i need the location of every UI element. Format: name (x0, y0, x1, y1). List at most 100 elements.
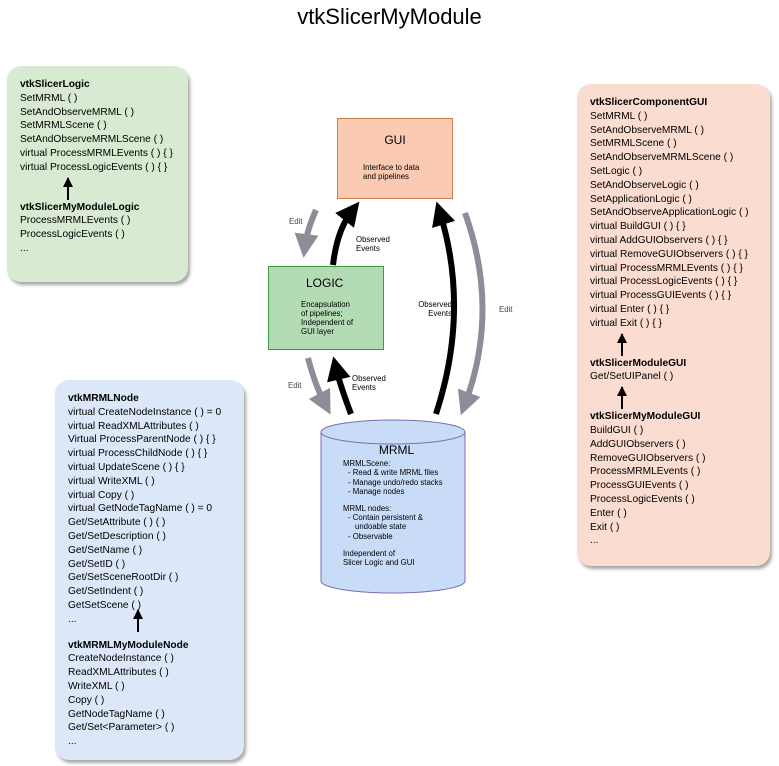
logic-desc-line: GUI layer (301, 327, 334, 336)
method-item: SetLogic ( ) (590, 165, 643, 177)
class-name: vtkSlicerMyModuleGUI (590, 411, 701, 423)
method-list: SetMRML ( ) SetAndObserveMRML ( ) SetMRMLS… (20, 92, 188, 175)
label-edit-logic-to-mrml: Edit (288, 381, 302, 390)
mrml-nodes-heading: MRML nodes: (343, 504, 392, 514)
label-edit-gui-to-logic: Edit (289, 217, 303, 226)
method-item: virtual ProcessGUIEvents ( ) { } (590, 290, 731, 302)
label-line: Events (356, 244, 380, 253)
mrml-node-class-panel: vtkMRMLNode virtual CreateNodeInstance (… (55, 380, 244, 760)
label-observed-mrml-to-logic: Observed Events (352, 374, 386, 392)
class-name: vtkMRMLMyModuleNode (68, 639, 189, 651)
mrml-nodes-item: undoable state (355, 522, 407, 532)
up-arrow-icon (617, 386, 627, 410)
method-item: Copy ( ) (68, 694, 105, 706)
label-observed-mrml-to-gui: Observed Events (410, 300, 452, 318)
method-item: ProcessGUIEvents ( ) (590, 480, 689, 492)
class-name: vtkMRMLNode (68, 393, 139, 404)
method-item: SetMRML ( ) (20, 92, 78, 104)
gui-layer-box: GUI Interface to data and pipelines (337, 118, 453, 199)
edit-arrow-gui-to-logic (294, 208, 319, 258)
inheritance-arrow (590, 384, 770, 410)
method-item: Virtual ProcessParentNode ( ) { } (68, 434, 216, 446)
method-list: virtual CreateNodeInstance ( ) = 0 virtua… (68, 406, 244, 627)
method-item: SetAndObserveLogic ( ) (590, 179, 699, 191)
method-item: Get/SetName ( ) (68, 544, 143, 556)
method-item: Get/SetDescription ( ) (68, 530, 166, 542)
method-item: ProcessMRMLEvents ( ) (590, 466, 701, 478)
method-item: virtual ProcessMRMLEvents ( ) { } (20, 147, 173, 159)
class-name: vtkSlicerModuleGUI (590, 357, 687, 369)
method-item: CreateNodeInstance ( ) (68, 653, 174, 665)
gui-box-description: Interface to data and pipelines (363, 163, 419, 181)
up-arrow-icon (63, 176, 73, 200)
method-item: virtual WriteXML ( ) (68, 475, 155, 487)
method-item: virtual BuildGUI ( ) { } (590, 221, 686, 233)
mrml-cylinder (320, 419, 466, 594)
method-item: SetMRML ( ) (590, 110, 648, 122)
observed-arrow-mrml-to-gui (432, 201, 458, 415)
method-item: Get/SetAttribute ( ) ( ) (68, 517, 166, 529)
mrml-footer: Independent of (343, 548, 396, 558)
method-list: Get/SetUIPanel ( ) (590, 370, 770, 384)
edit-arrow-logic-to-mrml (305, 357, 331, 415)
mrml-footer: Slicer Logic and GUI (343, 558, 415, 568)
method-list: SetMRML ( ) SetAndObserveMRML ( ) SetMRMLS… (590, 110, 770, 331)
method-item: ... (590, 535, 599, 547)
method-item: virtual Enter ( ) { } (590, 303, 670, 315)
logic-box-title: LOGIC (306, 276, 344, 290)
gui-box-title: GUI (384, 133, 406, 147)
mrml-scene-item: - Read & write MRML files (348, 468, 439, 478)
method-item: virtual ProcessLogicEvents ( ) { } (590, 276, 738, 288)
mrml-nodes-item: - Contain persistent & (348, 513, 423, 523)
edit-arrow-gui-to-mrml (457, 211, 486, 416)
method-list: ProcessMRMLEvents ( ) ProcessLogicEvents … (20, 214, 188, 255)
method-item: Get/Set<Parameter> ( ) (68, 722, 175, 734)
method-item: SetAndObserveMRML ( ) (20, 106, 134, 118)
method-item: ProcessMRMLEvents ( ) (20, 215, 131, 227)
logic-layer-box: LOGIC Encapsulation of pipelines; Indepe… (268, 266, 384, 350)
method-item: SetAndObserveMRML ( ) (590, 124, 704, 136)
method-item: SetAndObserveMRMLScene ( ) (590, 152, 734, 164)
mrml-nodes-item: - Observable (348, 531, 393, 541)
gui-desc-line: and pipelines (363, 172, 409, 181)
method-item: ... (68, 736, 77, 748)
method-item: virtual Copy ( ) (68, 489, 135, 501)
mrml-box-title: MRML (378, 443, 415, 457)
inheritance-arrow (68, 608, 244, 633)
label-observed-logic-to-gui: Observed Events (356, 235, 390, 253)
gui-desc-line: Interface to data (363, 163, 420, 172)
inheritance-arrow (20, 175, 188, 201)
method-item: GetSetScene ( ) (68, 599, 142, 611)
method-item: virtual CreateNodeInstance ( ) = 0 (68, 406, 222, 418)
method-item: virtual GetNodeTagName ( ) = 0 (68, 503, 213, 515)
method-item: Get/SetIndent ( ) (68, 586, 144, 598)
method-item: SetAndObserveMRMLScene ( ) (20, 134, 164, 146)
method-item: WriteXML ( ) (68, 680, 125, 692)
method-item: AddGUIObservers ( ) (590, 438, 686, 450)
method-item: SetMRMLScene ( ) (590, 138, 677, 150)
gui-class-panel: vtkSlicerComponentGUI SetMRML ( )SetAndO… (577, 84, 770, 566)
method-item: virtual ReadXMLAttributes ( ) (68, 420, 199, 432)
method-item: ReadXMLAttributes ( ) (68, 667, 169, 679)
method-list: CreateNodeInstance ( ) ReadXMLAttributes … (68, 652, 244, 749)
method-item: ... (68, 613, 77, 625)
method-item: virtual Exit ( ) { } (590, 317, 662, 329)
logic-class-panel: vtkSlicerLogic SetMRML ( ) SetAndObserveM… (7, 66, 188, 282)
label-line: Observed (352, 374, 386, 383)
method-item: SetMRMLScene ( ) (20, 120, 107, 132)
method-list: BuildGUI ( )AddGUIObservers ( )RemoveGUI… (590, 424, 770, 548)
up-arrow-icon (133, 608, 143, 632)
class-name: vtkSlicerLogic (20, 79, 90, 90)
method-item: GetNodeTagName ( ) (68, 708, 165, 720)
logic-desc-line: Encapsulation (301, 300, 350, 309)
mrml-scene-item: - Manage nodes (348, 486, 405, 496)
label-line: Observed (418, 300, 452, 309)
mrml-scene-heading: MRMLScene: (343, 459, 391, 469)
method-item: ProcessLogicEvents ( ) (20, 229, 125, 241)
logic-desc-line: of pipelines; (301, 309, 343, 318)
method-item: Get/SetUIPanel ( ) (590, 371, 674, 383)
observed-arrow-mrml-to-logic (327, 356, 354, 416)
class-name: vtkSlicerMyModuleLogic (20, 201, 140, 213)
method-item: virtual ProcessLogicEvents ( ) { } (20, 161, 168, 173)
